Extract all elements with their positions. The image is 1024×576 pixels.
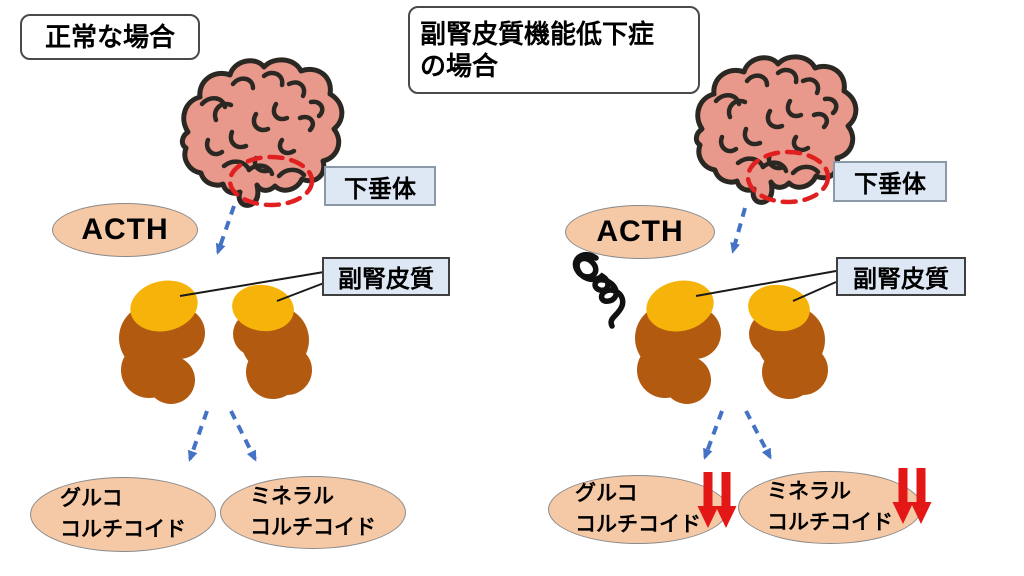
pituitary-highlight-ellipse: [745, 149, 831, 205]
pituitary-label-left: 下垂体: [324, 166, 436, 206]
brain-icon: [182, 60, 342, 206]
brain-icon: [696, 57, 856, 203]
mineralocorticoid-left-line1: ミネラル: [250, 485, 334, 509]
hormone-flow-arrow: [744, 410, 772, 460]
cortex-pointer-line: [179, 271, 325, 297]
hormone-flow-arrow: [229, 410, 257, 462]
adrenal-glands-icon: [119, 274, 312, 404]
mineralocorticoid-ellipse-right: ミネラル コルチコイド: [738, 471, 922, 544]
adrenal-cortex-left-text: 副腎皮質: [338, 266, 434, 293]
cortex-pointer-line: [276, 282, 325, 302]
pituitary-label-left-text: 下垂体: [344, 175, 416, 203]
hormone-flow-arrow: [187, 410, 209, 462]
acth-ellipse-left: ACTH: [52, 203, 198, 257]
glucocorticoid-ellipse-right: グルコ コルチコイド: [548, 475, 728, 544]
mineralocorticoid-right-line1: ミネラル: [767, 480, 851, 504]
adrenal-glands-icon: [635, 274, 828, 404]
glucocorticoid-left-line1: グルコ: [60, 487, 123, 511]
scribble-icon: [572, 251, 626, 329]
panel-title-deficiency-line1: 副腎皮質機能低下症: [420, 18, 655, 49]
glucocorticoid-ellipse-left: グルコ コルチコイド: [30, 477, 216, 552]
glucocorticoid-left-line2: コルチコイド: [60, 517, 186, 541]
hormone-flow-arrow: [703, 410, 724, 460]
acth-flow-arrow: [215, 205, 236, 255]
mineralocorticoid-ellipse-left: ミネラル コルチコイド: [220, 476, 406, 549]
pituitary-highlight-ellipse: [227, 154, 315, 208]
mineralocorticoid-right-line2: コルチコイド: [767, 510, 893, 534]
acth-flow-arrow: [730, 207, 747, 254]
panel-title-deficiency-line2: の場合: [420, 51, 499, 81]
panel-title-deficiency: 副腎皮質機能低下症 の場合: [408, 6, 700, 94]
panel-title-normal-text: 正常な場合: [44, 21, 175, 52]
adrenal-cortex-right-text: 副腎皮質: [853, 266, 949, 293]
cortex-pointer-line: [792, 281, 837, 302]
pituitary-label-right-text: 下垂体: [854, 171, 926, 198]
mineralocorticoid-left-line2: コルチコイド: [250, 515, 376, 539]
cortex-pointer-line: [695, 270, 837, 297]
glucocorticoid-right-line2: コルチコイド: [575, 512, 701, 536]
adrenal-cortex-label-right: 副腎皮質: [836, 257, 966, 296]
panel-title-normal: 正常な場合: [20, 14, 200, 60]
pituitary-label-right: 下垂体: [833, 161, 947, 202]
glucocorticoid-right-line1: グルコ: [575, 482, 638, 506]
adrenal-cortex-label-left: 副腎皮質: [322, 257, 450, 296]
acth-ellipse-right: ACTH: [565, 205, 715, 259]
acth-left-text: ACTH: [81, 213, 169, 246]
acth-right-text: ACTH: [596, 215, 684, 248]
